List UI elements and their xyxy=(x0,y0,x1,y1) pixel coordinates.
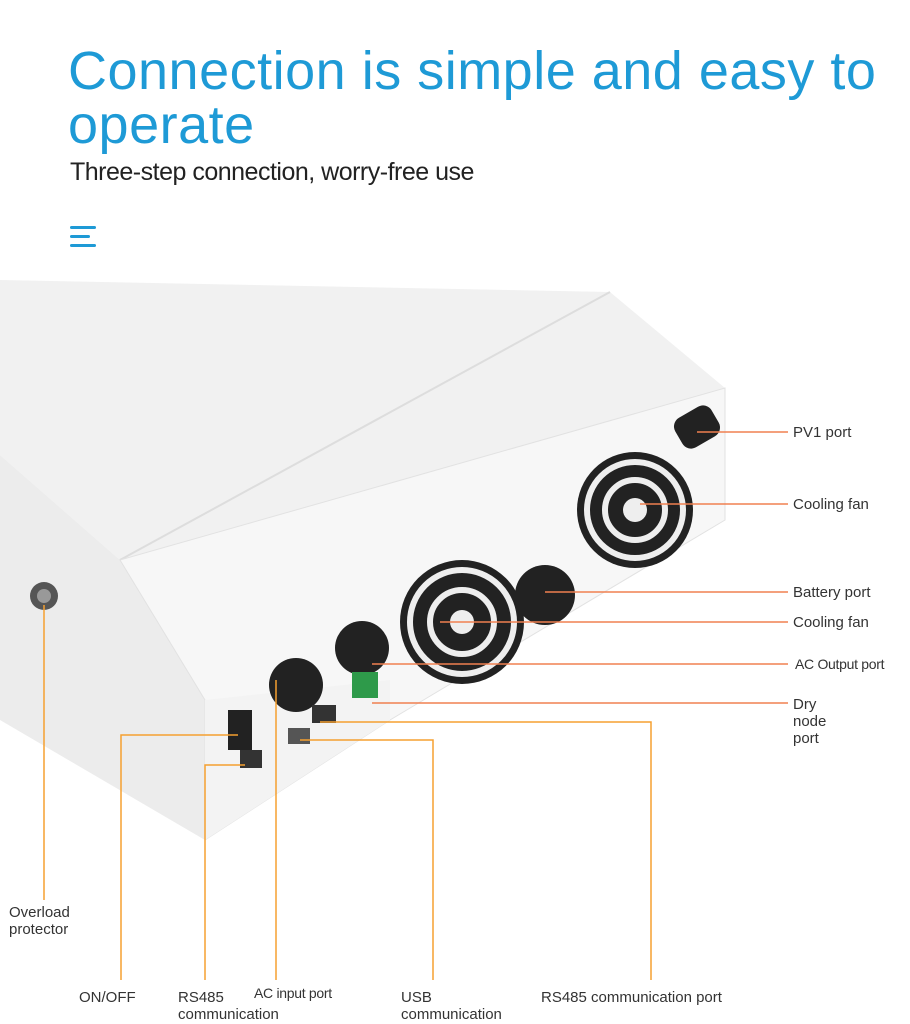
rs485-port-2 xyxy=(240,750,262,768)
right-callout-lines xyxy=(372,431,788,704)
label-cooling-fan-2: Cooling fan xyxy=(793,614,869,631)
pv1-port xyxy=(673,405,721,449)
ac-input-port xyxy=(269,658,323,712)
label-battery-port: Battery port xyxy=(793,584,871,601)
usb-port xyxy=(288,728,310,744)
page-subtitle: Three-step connection, worry-free use xyxy=(70,158,474,186)
title-text: Connection is simple and easy to operate xyxy=(68,41,877,155)
ac-output-port xyxy=(335,621,389,675)
label-cooling-fan-1: Cooling fan xyxy=(793,496,869,513)
label-on-off: ON/OFF xyxy=(79,989,136,1006)
label-pv1-port: PV1 port xyxy=(793,424,852,441)
hamburger-menu-icon[interactable] xyxy=(70,226,96,253)
dry-node-terminal xyxy=(352,672,378,698)
battery-port xyxy=(515,565,575,625)
label-usb-communication: USB communication xyxy=(401,989,502,1023)
label-overload-protector: Overload protector xyxy=(9,904,70,938)
device-top-face xyxy=(0,280,725,560)
label-ac-input-port: AC input port xyxy=(254,985,332,1001)
rs485-port xyxy=(312,705,336,723)
device-side-face xyxy=(0,455,205,840)
page-title: Connection is simple and easy to operate xyxy=(68,44,910,152)
on-off-switch xyxy=(228,710,252,750)
label-rs485-communication-port: RS485 communication port xyxy=(541,989,722,1006)
bottom-callout-lines xyxy=(43,605,652,980)
label-dry-node-port: Dry node port xyxy=(793,696,827,747)
cooling-fan-1-icon xyxy=(577,452,693,568)
label-rs485-communication: RS485 communication xyxy=(178,989,279,1023)
label-ac-output-port: AC Output port xyxy=(795,656,885,672)
